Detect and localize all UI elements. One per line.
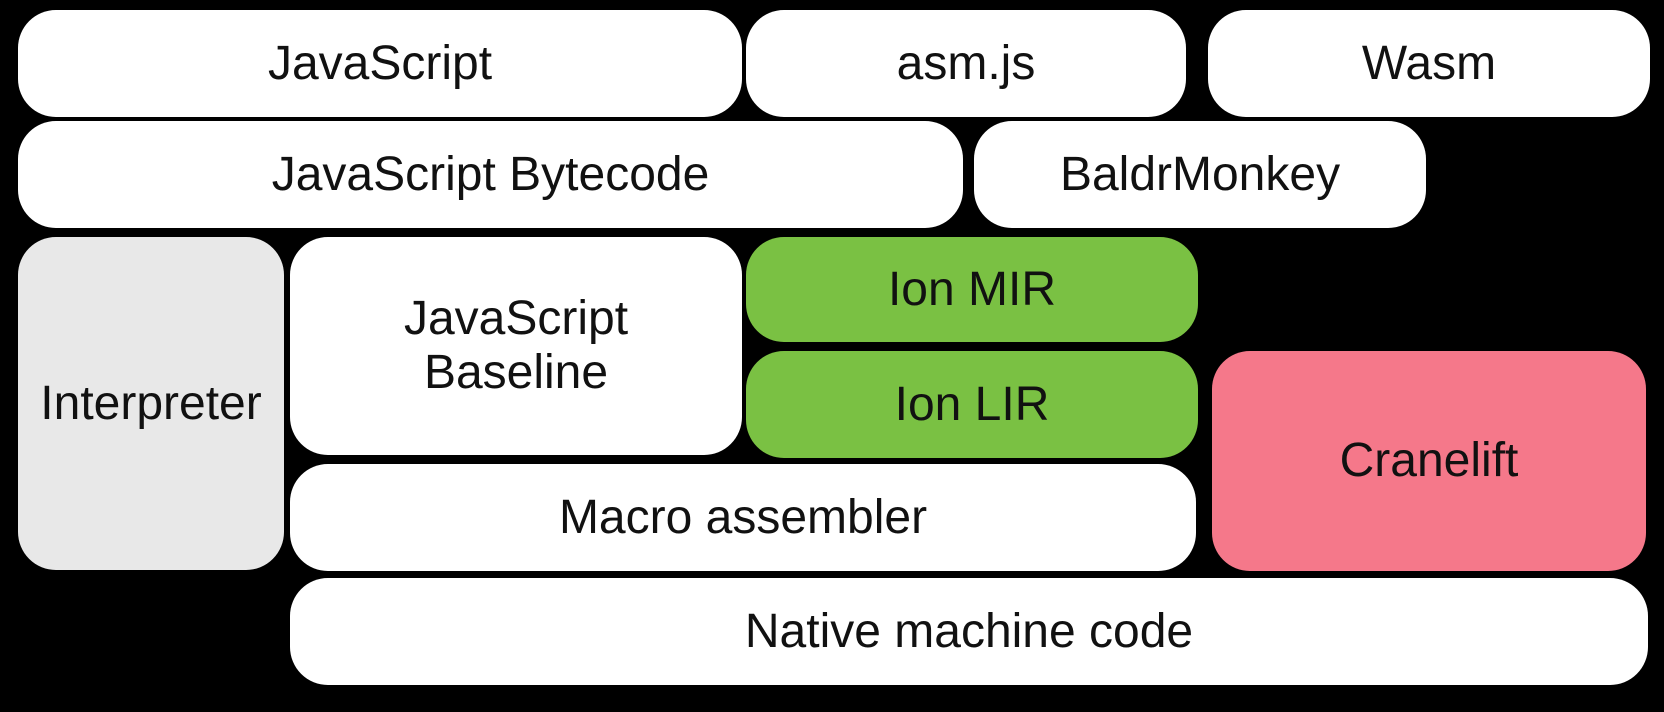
box-interpreter: Interpreter bbox=[18, 237, 284, 570]
box-ion-lir-label: Ion LIR bbox=[894, 377, 1050, 431]
box-ion-mir: Ion MIR bbox=[746, 237, 1198, 342]
box-ion-mir-label: Ion MIR bbox=[887, 262, 1057, 316]
box-cranelift: Cranelift bbox=[1212, 351, 1646, 571]
box-macro-assembler: Macro assembler bbox=[290, 464, 1196, 571]
box-javascript: JavaScript bbox=[18, 10, 742, 117]
box-javascript-baseline-label: JavaScript Baseline bbox=[403, 292, 629, 399]
box-baldrmonkey: BaldrMonkey bbox=[974, 121, 1426, 228]
box-native-machine-code: Native machine code bbox=[290, 578, 1648, 685]
box-wasm: Wasm bbox=[1208, 10, 1650, 117]
box-baldrmonkey-label: BaldrMonkey bbox=[1059, 147, 1341, 201]
box-macro-assembler-label: Macro assembler bbox=[558, 490, 928, 544]
box-native-machine-code-label: Native machine code bbox=[744, 604, 1194, 658]
box-cranelift-label: Cranelift bbox=[1339, 434, 1519, 488]
box-asmjs: asm.js bbox=[746, 10, 1186, 117]
box-javascript-bytecode: JavaScript Bytecode bbox=[18, 121, 963, 228]
box-interpreter-label: Interpreter bbox=[40, 376, 262, 430]
box-ion-lir: Ion LIR bbox=[746, 351, 1198, 458]
box-wasm-label: Wasm bbox=[1361, 36, 1497, 90]
box-javascript-label: JavaScript bbox=[267, 36, 493, 90]
box-asmjs-label: asm.js bbox=[896, 36, 1036, 90]
box-javascript-baseline: JavaScript Baseline bbox=[290, 237, 742, 455]
box-javascript-bytecode-label: JavaScript Bytecode bbox=[271, 147, 710, 201]
